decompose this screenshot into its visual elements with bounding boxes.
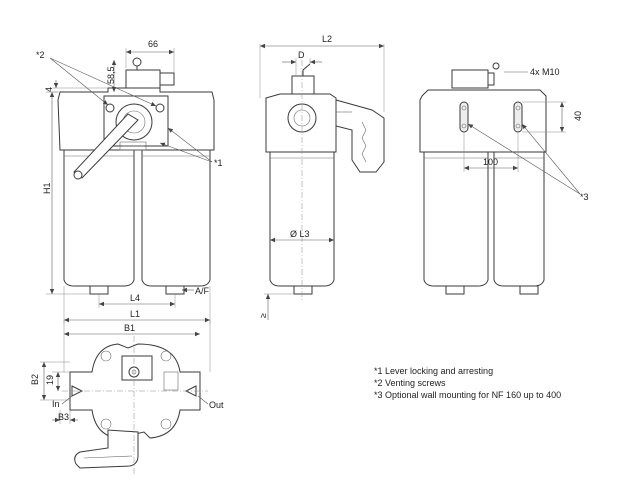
note-lever: *1 Lever locking and arresting [374,366,493,376]
dim-b3: B3 [58,412,69,422]
dim-58-5: 58,5 [106,66,116,84]
note-wall-mounting: *3 Optional wall mounting for NF 160 up … [374,390,561,400]
dim-40: 40 [573,111,583,121]
rear-view: 4x M10 40 100 *3 [419,62,589,295]
dim-b2: B2 [30,374,40,385]
dim-d: D [298,50,305,60]
notes: *1 Lever locking and arresting *2 Ventin… [374,366,561,400]
dim-l4: L4 [130,293,140,303]
dim-19: 19 [45,375,55,385]
dim-100: 100 [483,157,498,167]
dim-4: 4 [44,87,54,92]
dim-h1: H1 [42,182,52,194]
dim-l3: Ø L3 [290,229,310,239]
dim-b1: B1 [124,323,135,333]
front-view: 66 58,5 4 H1 L4 L1 *2 *1 A/F [36,39,223,324]
callout-af: A/F [195,286,210,296]
callout-venting: *2 [36,50,45,60]
dim-l2: L2 [322,34,332,44]
top-view: B1 B2 19 In Out B3 [30,320,224,476]
callout-lever: *1 [214,158,223,168]
dim-66: 66 [148,39,158,49]
dim-clearance: ≥ [258,313,268,318]
label-in: In [52,399,60,409]
dim-m10: 4x M10 [530,67,560,77]
dim-l1: L1 [130,309,140,319]
callout-wall: *3 [580,192,589,202]
label-out: Out [209,400,224,410]
side-view: L2 D Ø L3 ≥ [258,34,385,320]
note-venting: *2 Venting screws [374,378,446,388]
